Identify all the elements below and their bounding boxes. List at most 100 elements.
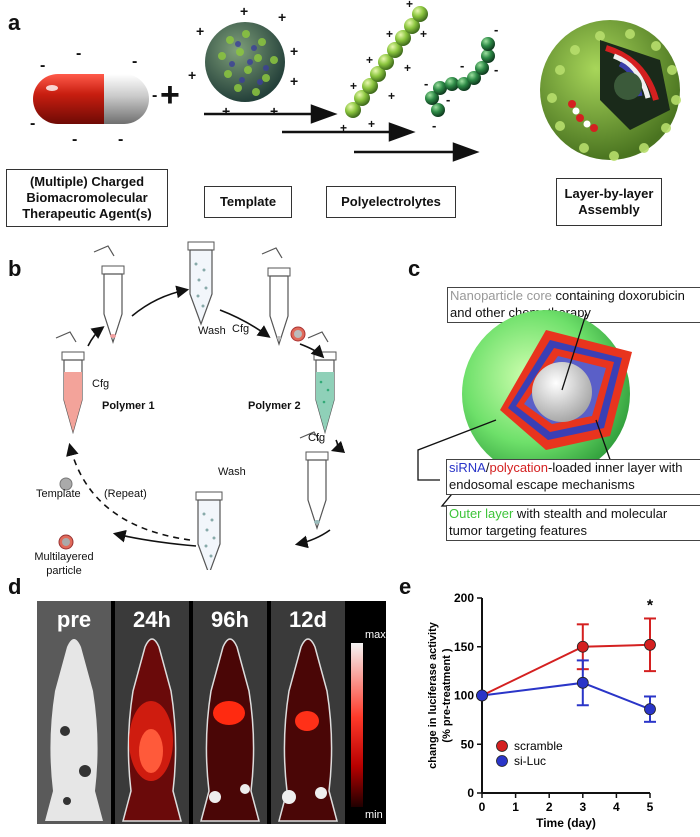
lbl-assembly-icon xyxy=(540,20,681,161)
outer-layer-desc: with stealth and molecular tumor targeti… xyxy=(449,506,668,538)
wash-label-bottom: Wash xyxy=(218,466,246,478)
svg-text:+: + xyxy=(350,79,357,93)
svg-text:-: - xyxy=(494,22,498,37)
svg-text:-: - xyxy=(40,57,45,74)
panel-d-label: d xyxy=(8,574,22,599)
x-tick-label: 1 xyxy=(512,800,519,814)
svg-text:+: + xyxy=(290,43,298,59)
cfg-label-1: Cfg xyxy=(232,323,250,335)
svg-text:-: - xyxy=(494,62,498,77)
wash-label-top: Wash xyxy=(198,325,226,337)
legend-marker-scramble xyxy=(496,740,508,752)
mouse-image-pre: pre xyxy=(37,601,111,824)
tube-wash-2 xyxy=(195,491,223,570)
data-point-scramble xyxy=(576,640,589,653)
svg-text:+: + xyxy=(386,27,393,41)
agent-box: (Multiple) Charged Biomacromolecular The… xyxy=(6,169,168,227)
scale-max-label: max xyxy=(365,629,386,641)
scale-min-label: min xyxy=(365,809,383,821)
legend-label-si-Luc: si-Luc xyxy=(514,754,546,768)
polymer2-label: Polymer 2 xyxy=(248,400,301,412)
tube-polymer-1 xyxy=(55,331,85,435)
x-tick-label: 4 xyxy=(613,800,620,814)
core-callout: Nanoparticle core containing doxorubicin… xyxy=(447,287,700,323)
nanoparticle-illustration xyxy=(417,310,632,507)
svg-text:+: + xyxy=(366,53,373,67)
mouse-image-12d: 12d xyxy=(271,601,345,824)
polyelectrolytes-box: Polyelectrolytes xyxy=(326,186,456,218)
panel-c-label: c xyxy=(408,256,421,281)
timepoint-12d: 12d xyxy=(289,607,327,632)
svg-text:+: + xyxy=(270,103,278,119)
multilayered-label: Multilayered particle xyxy=(34,551,94,578)
svg-text:+: + xyxy=(340,121,347,135)
svg-text:-: - xyxy=(432,118,436,133)
y-tick-label: 50 xyxy=(461,737,475,751)
x-tick-label: 5 xyxy=(647,800,654,814)
data-point-si-Luc xyxy=(576,676,589,689)
polycation-label: polycation xyxy=(489,460,549,475)
polymer1-label: Polymer 1 xyxy=(102,400,155,412)
mouse-signal-icon xyxy=(122,638,182,822)
panel-a-illustration: --- --- - + +++ +++ ++ +++ +++ +++ xyxy=(30,0,681,162)
tube-pellet-1 xyxy=(93,245,125,344)
mouse-silhouette-icon xyxy=(45,639,103,821)
svg-text:+: + xyxy=(240,3,248,19)
svg-text:+: + xyxy=(406,0,413,11)
panel-e-label: e xyxy=(399,574,412,599)
timepoint-24h: 24h xyxy=(133,607,171,632)
x-tick-label: 2 xyxy=(546,800,553,814)
panel-b-cycle-diagram xyxy=(55,241,346,570)
series-line-si-Luc xyxy=(481,681,651,711)
tube-pellet-3 xyxy=(299,431,329,530)
inner-layer-desc: -loaded inner layer with endosomal escap… xyxy=(449,460,683,492)
multilayered-particle-icon xyxy=(58,534,74,550)
template-sphere-icon xyxy=(205,22,285,102)
svg-text:+: + xyxy=(290,73,298,89)
slash-text: / xyxy=(485,460,490,475)
svg-text:+: + xyxy=(278,9,286,25)
mouse-image-24h: 24h xyxy=(115,601,189,824)
series-line-scramble xyxy=(481,643,651,697)
imaging-panel: pre 24h 96h 12d max min xyxy=(37,601,386,824)
data-point-scramble xyxy=(644,638,656,651)
polycation-chain-icon xyxy=(345,6,428,118)
svg-text:+: + xyxy=(388,89,395,103)
svg-text:-: - xyxy=(152,87,157,104)
svg-text:-: - xyxy=(424,76,428,91)
template-particle-icon xyxy=(59,477,73,491)
tube-polymer-2 xyxy=(307,331,337,435)
outer-layer-callout: Outer layer with stealth and molecular t… xyxy=(446,505,700,541)
mouse-image-96h: 96h xyxy=(193,601,267,824)
tube-pellet-2 xyxy=(261,247,306,346)
outer-layer-label: Outer layer xyxy=(449,506,514,521)
y-axis-label: change in luciferase activity xyxy=(427,621,439,769)
svg-text:+: + xyxy=(222,103,230,119)
svg-text:+: + xyxy=(196,23,204,39)
repeat-label: (Repeat) xyxy=(104,488,147,500)
y-tick-label: 200 xyxy=(454,591,474,605)
svg-text:-: - xyxy=(118,131,123,148)
svg-text:+: + xyxy=(188,67,196,83)
y-tick-label: 0 xyxy=(467,786,474,800)
template-box: Template xyxy=(204,186,292,218)
legend-label-scramble: scramble xyxy=(514,739,563,753)
svg-text:-: - xyxy=(132,53,137,70)
polyanion-chain-icon xyxy=(425,37,495,117)
y-tick-label: 100 xyxy=(454,689,474,703)
svg-text:-: - xyxy=(76,45,81,62)
x-axis-label: Time (day) xyxy=(536,816,596,830)
svg-text:-: - xyxy=(30,115,35,132)
panel-b-label: b xyxy=(8,256,22,281)
data-point-si-Luc xyxy=(476,689,488,702)
svg-text:-: - xyxy=(460,58,464,73)
legend-marker-si-Luc xyxy=(496,755,508,767)
svg-text:+: + xyxy=(368,117,375,131)
assembly-box: Layer-by-layer Assembly xyxy=(556,178,662,226)
color-scale-bar xyxy=(351,643,363,807)
cfg-label-3: Cfg xyxy=(308,432,326,444)
inner-layer-callout: siRNA/polycation-loaded inner layer with… xyxy=(446,459,700,495)
svg-text:-: - xyxy=(446,92,450,107)
mouse-signal-icon xyxy=(278,638,338,822)
